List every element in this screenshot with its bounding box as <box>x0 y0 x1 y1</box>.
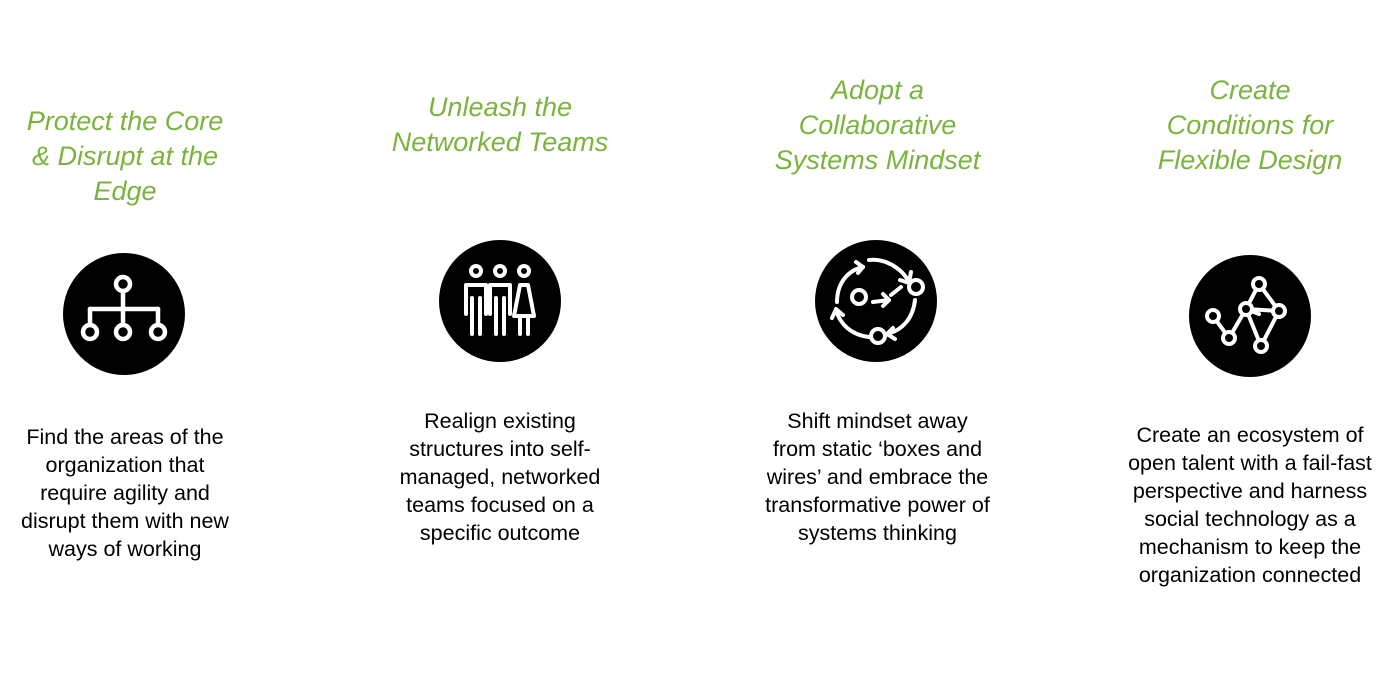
cycle-arrows-icon <box>815 240 937 362</box>
pillar-title: Protect the Core & Disrupt at the Edge <box>26 106 224 206</box>
pillar-title: Create Conditions for Flexible Design <box>1157 75 1343 175</box>
pillar-protect-core: Protect the Core & Disrupt at the Edge F… <box>0 0 250 700</box>
pillar-networked-teams: Unleash the Networked Teams Realign exis… <box>370 0 630 700</box>
team-people-icon <box>439 240 561 362</box>
pillar-flexible-design: Create Conditions for Flexible Design Cr… <box>1110 0 1390 700</box>
pillar-description: Shift mindset away from static ‘boxes an… <box>765 409 990 545</box>
network-nodes-icon <box>1189 255 1311 377</box>
pillar-title: Unleash the Networked Teams <box>391 92 609 157</box>
hierarchy-icon <box>63 253 185 375</box>
pillar-description: Create an ecosystem of open talent with … <box>1128 423 1372 587</box>
pillar-description: Find the areas of the organization that … <box>21 425 229 561</box>
pillar-systems-mindset: Adopt a Collaborative Systems Mindset Sh… <box>745 0 1010 700</box>
pillar-description: Realign existing structures into self- m… <box>399 409 601 545</box>
pillar-title: Adopt a Collaborative Systems Mindset <box>774 75 981 175</box>
